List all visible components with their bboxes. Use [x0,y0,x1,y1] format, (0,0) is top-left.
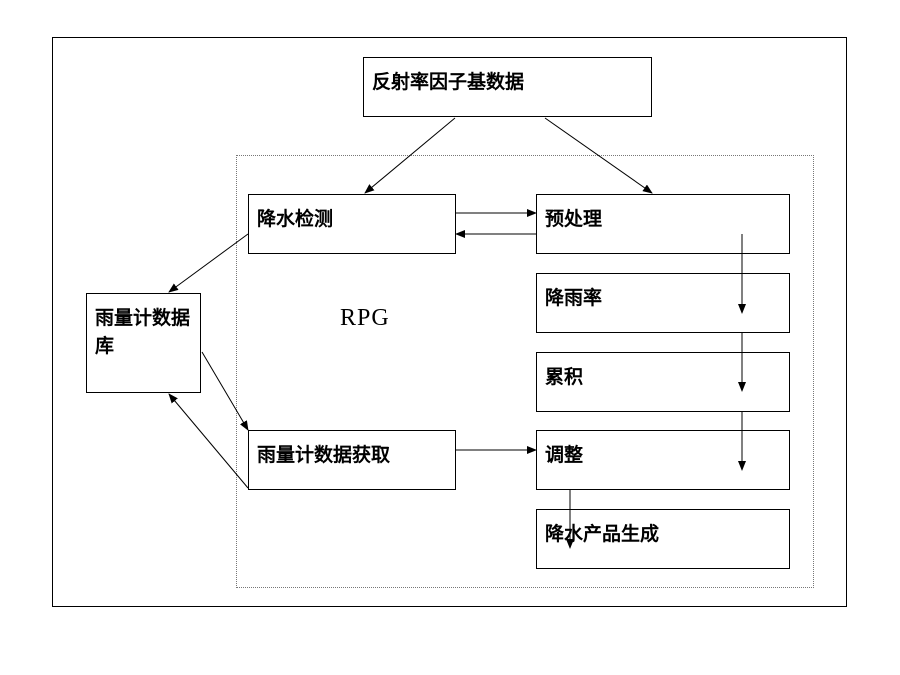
node-reflectivity: 反射率因子基数据 [363,57,652,117]
node-rain-rate-label: 降雨率 [545,287,603,309]
arrow-reflectivity-to-detect [364,117,456,194]
node-accumulate-label: 累积 [545,366,584,388]
rpg-label: RPG [340,305,390,331]
diagram-frame [52,37,847,607]
node-preprocess: 预处理 [536,194,790,254]
node-rain-rate: 降雨率 [536,273,790,333]
node-reflectivity-label: 反射率因子基数据 [372,71,525,93]
arrow-reflectivity-to-preprocess [544,117,653,194]
node-gauge-db: 雨量计数据库 [86,293,201,393]
arrow-gauge-db-to-acquire [201,351,249,431]
node-gauge-acquire-label: 雨量计数据获取 [257,444,391,466]
node-preprocess-label: 预处理 [545,208,603,230]
arrow-detect-to-gauge-db [168,233,249,293]
node-precip-detect: 降水检测 [248,194,456,254]
node-adjust: 调整 [536,430,790,490]
node-adjust-label: 调整 [545,444,584,466]
node-gauge-db-label: 雨量计数据库 [95,307,191,357]
node-accumulate: 累积 [536,352,790,412]
node-precip-detect-label: 降水检测 [257,208,334,230]
rpg-region [236,155,814,588]
node-gauge-acquire: 雨量计数据获取 [248,430,456,490]
arrow-acquire-to-gauge-db [168,393,249,489]
node-product-gen: 降水产品生成 [536,509,790,569]
